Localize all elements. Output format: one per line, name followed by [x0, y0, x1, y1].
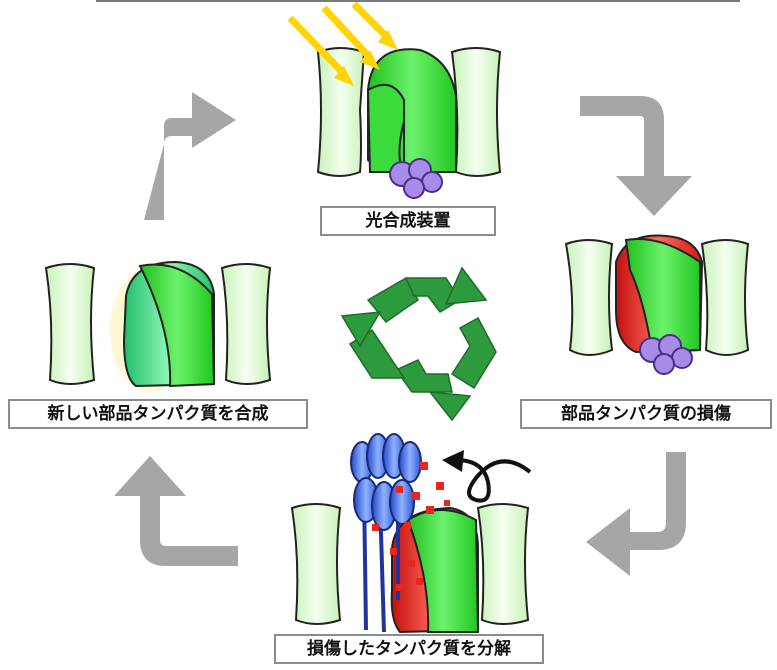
- stage-label-degradation: 損傷したタンパク質を分解: [274, 634, 544, 664]
- stage-label-damage: 部品タンパク質の損傷: [520, 399, 772, 429]
- damaged-complex-right: [564, 234, 750, 375]
- photosystem-complex-top: [287, 1, 502, 199]
- violet-subunit: [389, 158, 443, 199]
- new-complex-left: [44, 260, 272, 392]
- cycle-arrow-bottom-left: [114, 456, 238, 566]
- stage-label-photosystem: 光合成装置: [320, 206, 496, 236]
- degradation-complex-bottom: [290, 433, 532, 634]
- curved-arrow-icon: [442, 450, 532, 503]
- peptide-fragments: [372, 462, 450, 591]
- cycle-arrows: [114, 92, 692, 576]
- sunlight-arrows-icon: [287, 1, 398, 86]
- recycle-icon: [340, 266, 497, 422]
- protease-icon: [350, 433, 422, 633]
- stage-label-synthesis: 新しい部品タンパク質を合成: [8, 399, 308, 429]
- cycle-arrow-top-right: [580, 96, 692, 216]
- cycle-arrow-left-top: [144, 92, 236, 220]
- cycle-arrow-right-bottom: [586, 452, 686, 576]
